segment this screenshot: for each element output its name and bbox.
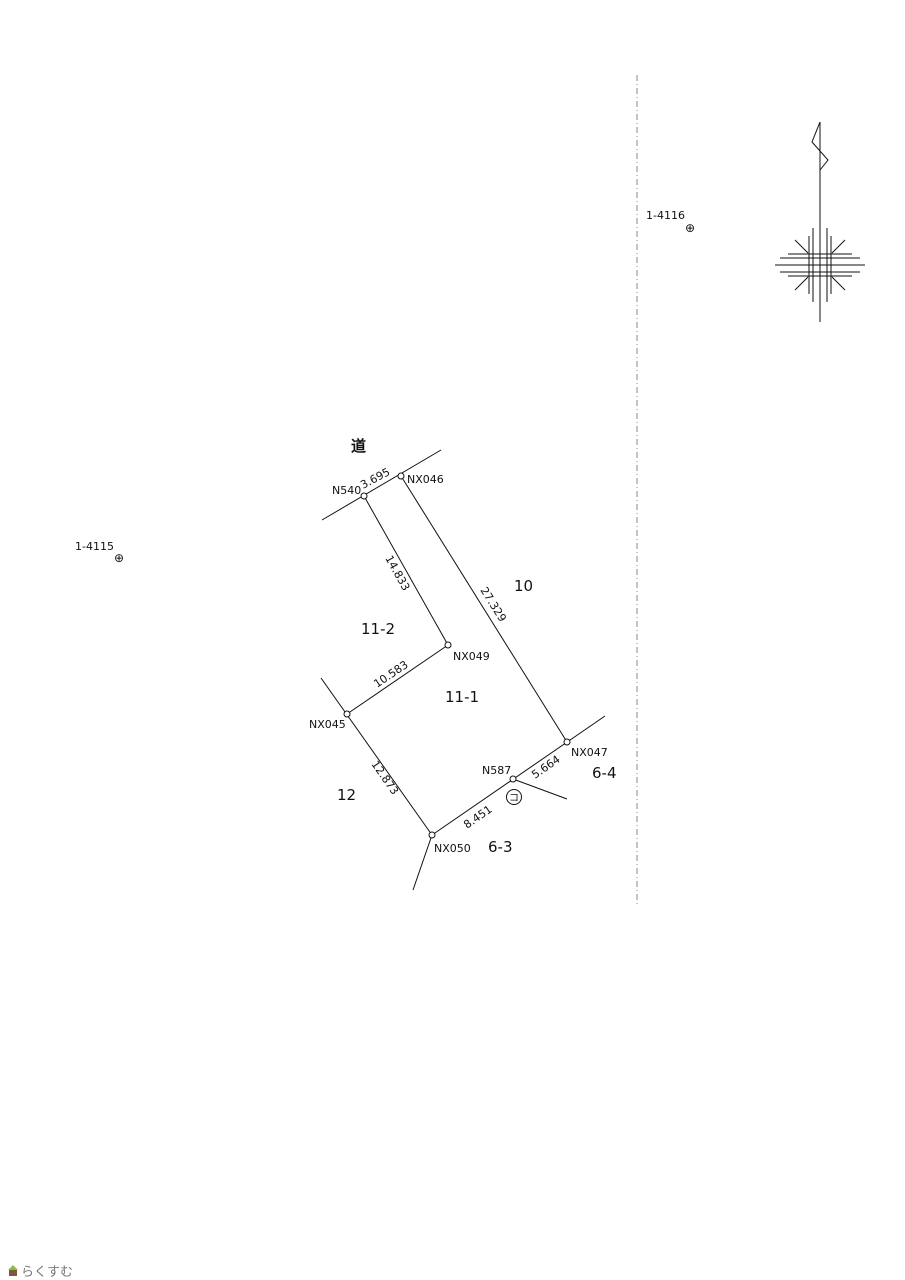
parcel-boundaries [320,475,606,891]
distance-label: 8.451 [461,803,494,832]
boundary-marker-label: コ [509,793,519,804]
benchmark-label: 1-4115 [75,540,114,553]
house-logo-icon [8,1265,18,1276]
parcel-number: 6-3 [488,838,513,856]
parcel-number: 12 [337,786,356,804]
north-arrow-icon [775,121,865,322]
distance-label: 3.695 [358,465,392,491]
road-boundary-line [321,449,442,521]
parcel-number: 11-2 [361,620,395,638]
point-label: N540 [332,484,361,497]
point-label: NX047 [571,746,608,759]
parcel-number: 11-1 [445,688,479,706]
survey-point-marker [428,831,436,839]
road-label: 道 [351,437,366,455]
survey-point-marker [397,472,405,480]
parcel-number: 6-4 [592,764,617,782]
logo-text: らくすむ [21,1265,74,1280]
distance-label: 27.329 [477,585,508,625]
benchmark-icon: ⊕ [114,551,124,565]
benchmark-label: 1-4116 [646,209,685,222]
logo: らくすむ [8,1261,73,1280]
point-label: NX045 [309,718,346,731]
benchmark-icon: ⊕ [685,221,695,235]
boundary-marker-icon [506,789,522,805]
point-label: NX046 [407,473,444,486]
parcel-number: 10 [514,577,533,595]
survey-point-marker [444,641,452,649]
distance-label: 12.873 [369,758,402,797]
point-label: NX050 [434,842,471,855]
survey-point-marker [509,775,517,783]
point-label: NX049 [453,650,490,663]
point-label: N587 [482,764,511,777]
survey-point-marker [563,738,571,746]
survey-point-marker [343,710,351,718]
survey-point-marker [360,492,368,500]
